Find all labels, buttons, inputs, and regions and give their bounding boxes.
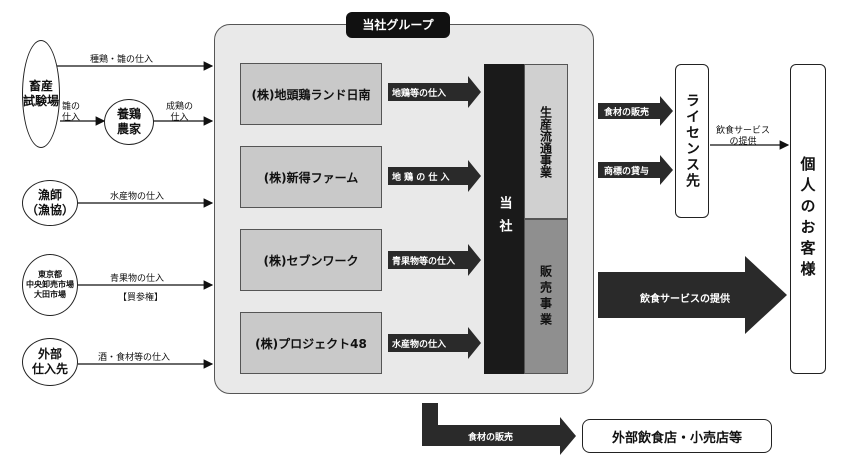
customers-box: 個人のお客様: [790, 64, 826, 374]
source-poultry-farmer: 養鶏 農家: [104, 99, 154, 145]
arrow-licensee-trademark: [598, 155, 673, 185]
source-external-supplier: 外部 仕入先: [22, 338, 78, 386]
label-market-to-group: 青果物の仕入: [110, 274, 165, 284]
arrow-company-4: [388, 327, 481, 359]
company-project48: (株)プロジェクト48: [240, 312, 382, 374]
company-core: 当社: [484, 64, 524, 374]
label-external-to-group: 酒・食材等の仕入: [98, 353, 171, 363]
arrow-company-2: [388, 160, 481, 192]
arrow-label-company-3: 青果物等の仕入: [392, 257, 456, 267]
source-breeding-station: 畜産 試験場: [22, 40, 60, 148]
arrow-licensee-sale: [598, 96, 673, 126]
arrow-label-company-1: 地鶏等の仕入: [392, 89, 447, 99]
business-sales: 販売事業: [524, 219, 568, 374]
business-production-distribution: 生産流通事業: [524, 64, 568, 219]
label-licensee-service: 飲食サービス の提供: [716, 126, 771, 148]
label-licensee-trademark: 商標の貸与: [604, 167, 650, 177]
arrow-label-company-4: 水産物の仕入: [392, 340, 447, 350]
external-shops-box: 外部飲食店・小売店等: [582, 419, 772, 453]
source-fisherman: 漁師 （漁協）: [22, 180, 78, 226]
label-breeding-to-farmer: 雛の 仕入: [62, 102, 81, 124]
arrow-main-service: [598, 256, 787, 334]
arrow-company-3: [388, 244, 481, 276]
label-market-note: 【買参権】: [118, 293, 164, 303]
group-title: 当社グループ: [346, 12, 450, 38]
company-seven-work: (株)セブンワーク: [240, 229, 382, 291]
arrow-company-1: [388, 76, 481, 108]
label-breeding-to-group: 種鶏・雛の仕入: [90, 55, 154, 65]
source-ota-market: 東京都 中央卸売市場 大田市場: [22, 254, 78, 316]
arrow-ext-sale: [422, 403, 576, 455]
company-shintoku-farm: (株)新得ファーム: [240, 146, 382, 208]
licensee-box: ライセンス先: [675, 64, 709, 218]
label-ext-sale: 食材の販売: [468, 433, 514, 443]
label-main-service: 飲食サービスの提供: [640, 294, 730, 305]
arrow-label-company-2: 地 鶏 の 仕 入: [392, 173, 450, 183]
label-licensee-sale: 食材の販売: [604, 108, 650, 118]
company-jitokko-land: (株)地頭鶏ランド日南: [240, 63, 382, 125]
label-farmer-to-group: 成鶏の 仕入: [166, 102, 194, 124]
label-fisher-to-group: 水産物の仕入: [110, 192, 165, 202]
